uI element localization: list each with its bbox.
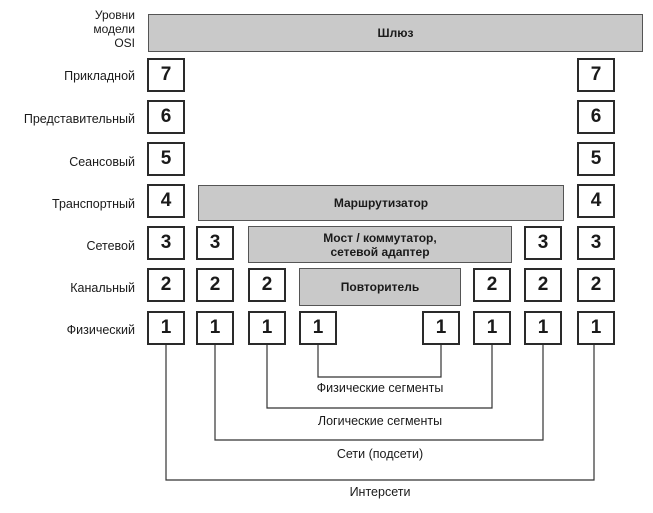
networks-line bbox=[214, 345, 544, 441]
networks-label: Сети (подсети) bbox=[333, 447, 427, 461]
layer-number: 3 bbox=[209, 232, 221, 253]
router-box-left-2: 2 bbox=[196, 268, 234, 302]
layer-box-left-7: 7 bbox=[147, 58, 185, 92]
layer-box-left-6: 6 bbox=[147, 100, 185, 134]
gateway-label: Шлюз bbox=[377, 26, 414, 40]
layer-label-transport: Транспортный bbox=[52, 197, 135, 211]
bridge-box-left-2: 2 bbox=[248, 268, 286, 302]
layer-box-left-4: 4 bbox=[147, 184, 185, 218]
bridge-switch-bar: Мост / коммутатор, сетевой адаптер bbox=[248, 226, 512, 263]
router-box-right-1: 1 bbox=[524, 311, 562, 345]
router-label: Маршрутизатор bbox=[333, 196, 429, 210]
internet-line bbox=[165, 345, 595, 481]
layer-box-left-3: 3 bbox=[147, 226, 185, 260]
layer-number: 1 bbox=[160, 317, 172, 338]
layer-number: 3 bbox=[537, 232, 549, 253]
repeater-box-left-1: 1 bbox=[299, 311, 337, 345]
layer-number: 1 bbox=[261, 317, 273, 338]
layer-box-right-3: 3 bbox=[577, 226, 615, 260]
repeater-label: Повторитель bbox=[340, 280, 420, 294]
layer-number: 4 bbox=[160, 190, 172, 211]
layer-box-left-2: 2 bbox=[147, 268, 185, 302]
router-box-left-3: 3 bbox=[196, 226, 234, 260]
layer-box-right-4: 4 bbox=[577, 184, 615, 218]
layer-number: 2 bbox=[486, 274, 498, 295]
bridge-box-left-1: 1 bbox=[248, 311, 286, 345]
layer-number: 3 bbox=[160, 232, 172, 253]
layer-box-right-6: 6 bbox=[577, 100, 615, 134]
layer-number: 2 bbox=[261, 274, 273, 295]
layer-label-datalink: Канальный bbox=[70, 281, 135, 295]
layer-number: 1 bbox=[590, 317, 602, 338]
bridge-box-right-2: 2 bbox=[473, 268, 511, 302]
layer-box-right-7: 7 bbox=[577, 58, 615, 92]
physical-segment-line bbox=[317, 345, 442, 378]
osi-levels-title: Уровни модели OSI bbox=[93, 8, 135, 50]
layer-box-right-1: 1 bbox=[577, 311, 615, 345]
layer-label-application: Прикладной bbox=[64, 69, 135, 83]
layer-number: 6 bbox=[160, 106, 172, 127]
layer-box-left-5: 5 bbox=[147, 142, 185, 176]
layer-number: 1 bbox=[486, 317, 498, 338]
layer-number: 3 bbox=[590, 232, 602, 253]
internet-label: Интерсети bbox=[346, 485, 414, 499]
layer-number: 1 bbox=[435, 317, 447, 338]
layer-label-physical: Физический bbox=[66, 323, 135, 337]
bridge-switch-label: Мост / коммутатор, сетевой адаптер bbox=[323, 230, 437, 259]
router-bar: Маршрутизатор bbox=[198, 185, 564, 221]
gateway-bar: Шлюз bbox=[148, 14, 643, 52]
layer-number: 5 bbox=[590, 148, 602, 169]
layer-label-network: Сетевой bbox=[86, 239, 135, 253]
router-box-right-3: 3 bbox=[524, 226, 562, 260]
layer-box-right-2: 2 bbox=[577, 268, 615, 302]
layer-number: 7 bbox=[590, 64, 602, 85]
repeater-bar: Повторитель bbox=[299, 268, 461, 306]
layer-number: 1 bbox=[537, 317, 549, 338]
layer-number: 1 bbox=[209, 317, 221, 338]
repeater-box-right-1: 1 bbox=[422, 311, 460, 345]
layer-number: 1 bbox=[312, 317, 324, 338]
layer-number: 7 bbox=[160, 64, 172, 85]
layer-label-presentation: Представительный bbox=[23, 112, 135, 126]
layer-label-session: Сеансовый bbox=[69, 155, 135, 169]
layer-number: 5 bbox=[160, 148, 172, 169]
router-box-right-2: 2 bbox=[524, 268, 562, 302]
logical-segment-line bbox=[266, 345, 493, 409]
layer-number: 2 bbox=[590, 274, 602, 295]
layer-number: 4 bbox=[590, 190, 602, 211]
router-box-left-1: 1 bbox=[196, 311, 234, 345]
layer-box-left-1: 1 bbox=[147, 311, 185, 345]
physical-segments-label: Физические сегменты bbox=[313, 381, 447, 395]
logical-segments-label: Логические сегменты bbox=[314, 414, 446, 428]
layer-number: 2 bbox=[209, 274, 221, 295]
layer-number: 2 bbox=[537, 274, 549, 295]
bridge-box-right-1: 1 bbox=[473, 311, 511, 345]
layer-number: 6 bbox=[590, 106, 602, 127]
layer-number: 2 bbox=[160, 274, 172, 295]
layer-box-right-5: 5 bbox=[577, 142, 615, 176]
